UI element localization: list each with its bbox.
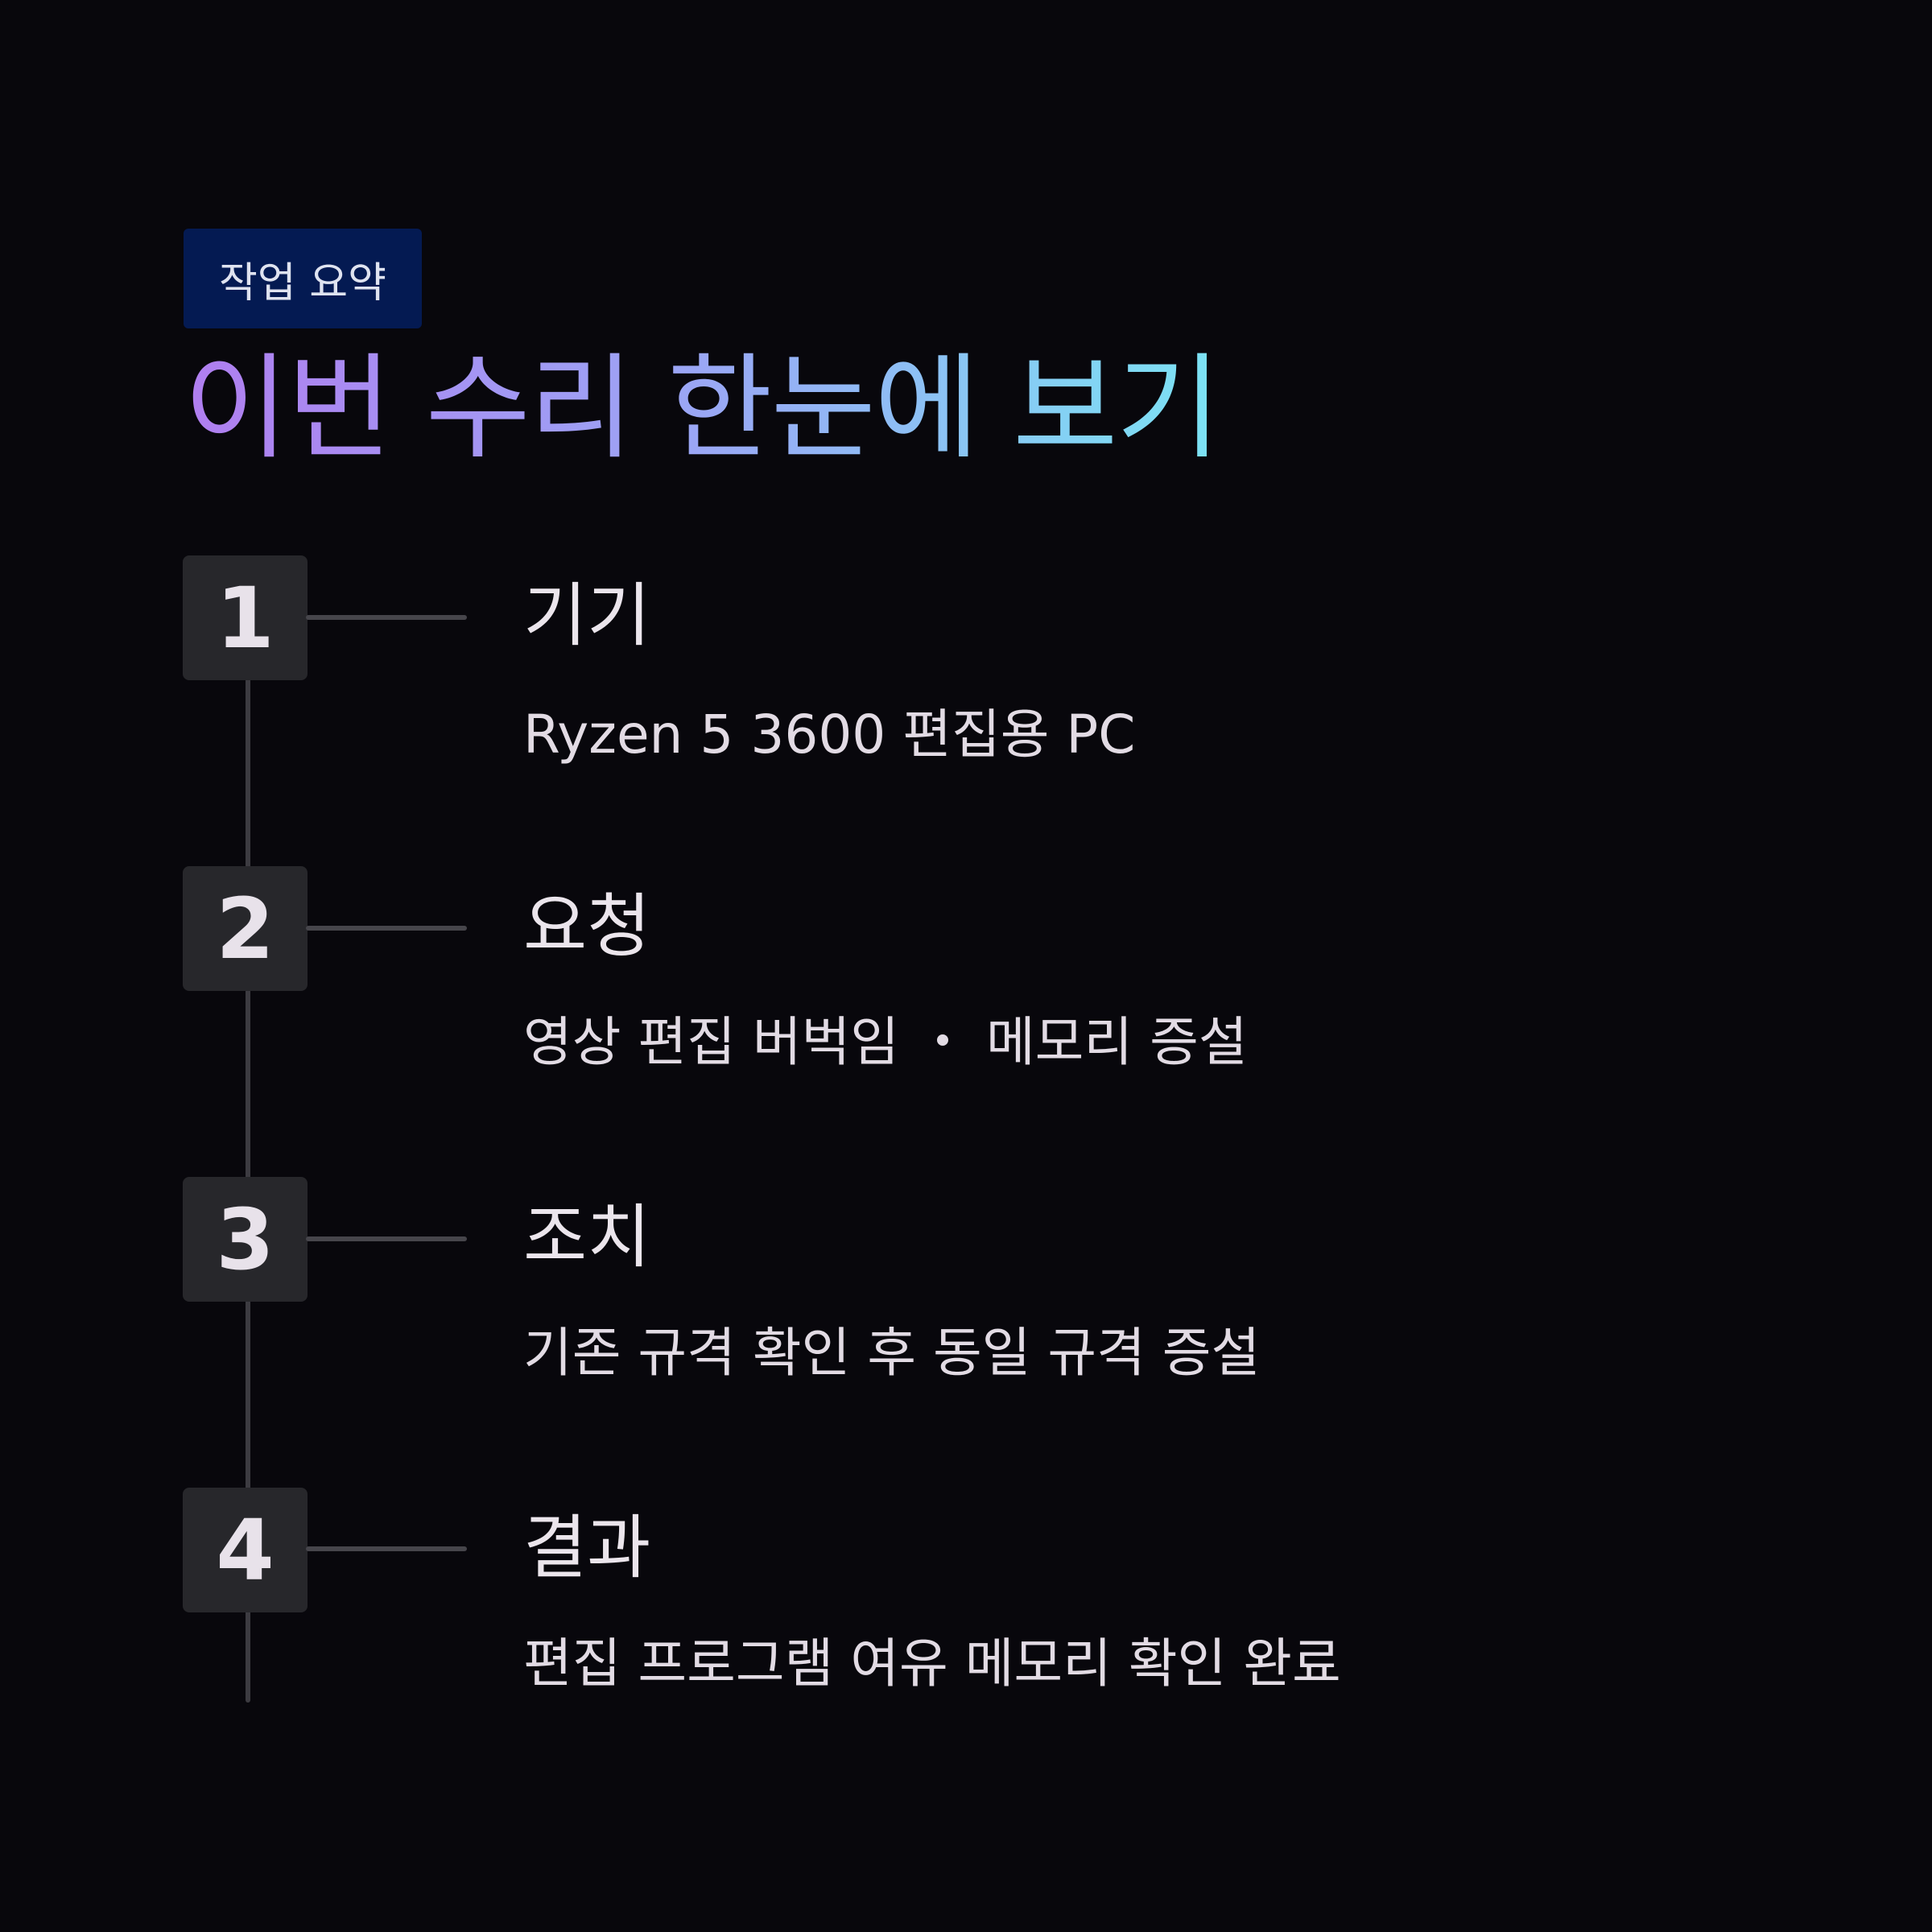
step-label-2: 요청: [523, 886, 651, 967]
timeline-line: [246, 555, 250, 1703]
page-title: 이번 수리 한눈에 보기: [184, 338, 1221, 479]
step-connector-3: [306, 1236, 467, 1241]
step-connector-2: [306, 926, 467, 931]
section-badge-label: 작업 요약: [219, 258, 386, 308]
step-description-1: Ryzen 5 3600 편집용 PC: [523, 704, 1136, 766]
step-number-2: 2: [183, 866, 308, 991]
step-description-2: 영상 편집 버벅임 ・ 메모리 증설: [523, 1011, 1248, 1073]
step-label-1: 기기: [523, 576, 651, 656]
step-number-4: 4: [183, 1488, 308, 1612]
step-description-3: 기존 규격 확인 후 동일 규격 증설: [523, 1322, 1261, 1384]
step-number-3: 3: [183, 1177, 308, 1302]
step-connector-1: [306, 615, 467, 620]
step-number-1: 1: [183, 555, 308, 680]
step-label-4: 결과: [523, 1508, 651, 1588]
step-description-4: 편집 프로그램 여유 메모리 확인 완료: [523, 1633, 1341, 1695]
step-label-3: 조치: [523, 1197, 651, 1278]
section-badge: 작업 요약: [184, 229, 422, 328]
step-connector-4: [306, 1546, 467, 1551]
